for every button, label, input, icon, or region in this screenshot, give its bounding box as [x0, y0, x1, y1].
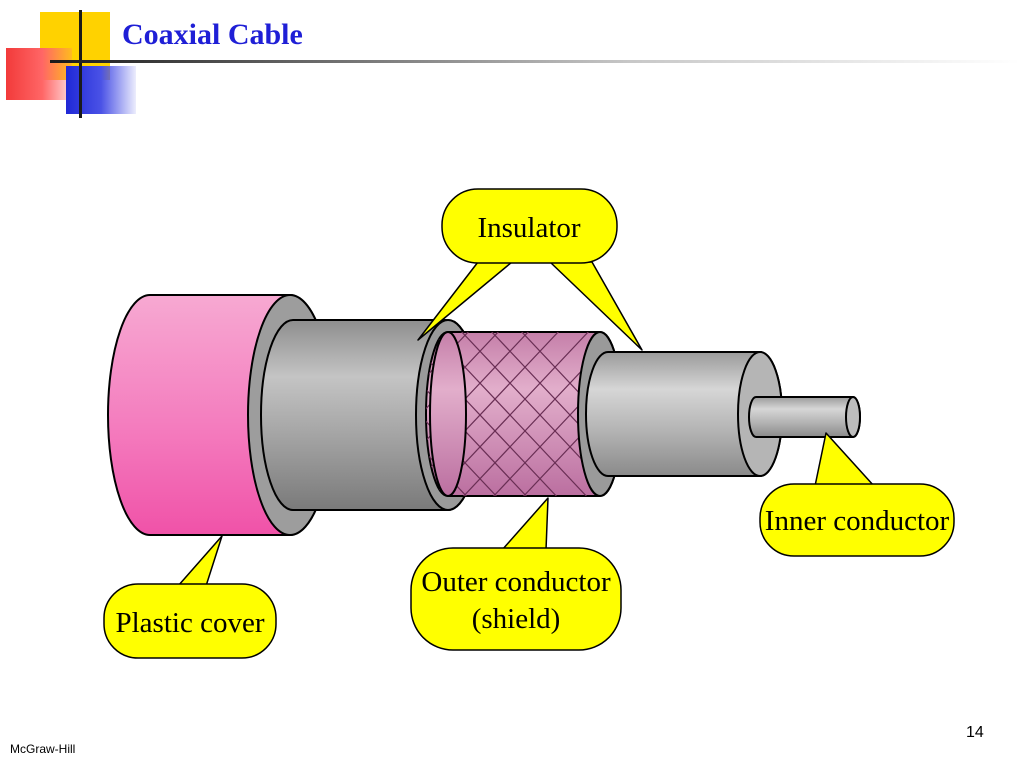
inner-conductor — [748, 396, 861, 438]
logo-vertical-line — [79, 10, 82, 118]
callout-plastic-cover: Plastic cover — [103, 535, 277, 659]
callout-outer-conductor: Outer conductor (shield) — [410, 497, 622, 651]
title-underline — [50, 60, 1020, 63]
slide-number: 14 — [966, 724, 984, 741]
label-outer-conductor-line2: (shield) — [472, 603, 561, 635]
callout-inner-conductor: Inner conductor — [759, 432, 955, 557]
slide-title: Coaxial Cable — [122, 18, 303, 51]
label-insulator: Insulator — [477, 212, 580, 244]
logo-blue-square — [66, 66, 136, 114]
outer-conductor-shield — [425, 331, 623, 497]
label-outer-conductor-line1: Outer conductor — [421, 566, 611, 598]
footer-publisher: McGraw-Hill — [10, 742, 76, 756]
callout-insulator: Insulator — [417, 188, 643, 351]
label-plastic-cover: Plastic cover — [116, 607, 265, 639]
label-inner-conductor: Inner conductor — [765, 505, 950, 537]
logo-red-square — [6, 48, 72, 100]
